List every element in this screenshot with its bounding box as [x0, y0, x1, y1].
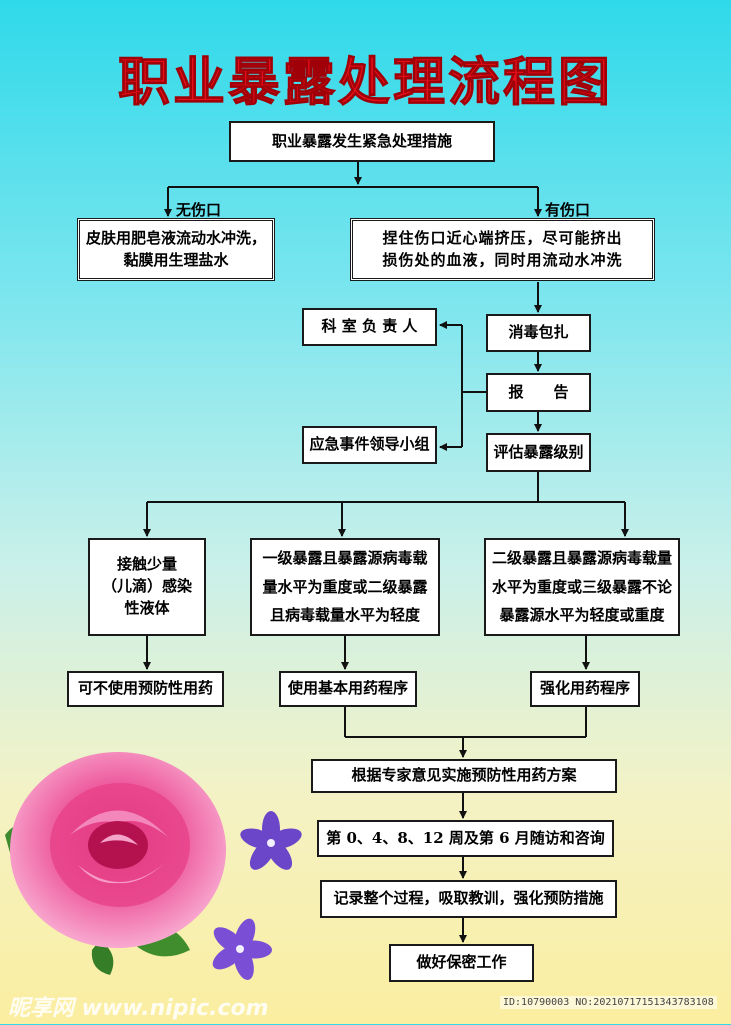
case-2-line-1: 一级暴露且暴露源病毒载 — [262, 549, 428, 568]
outcome-2-box: 使用基本用药程序 — [279, 671, 417, 707]
report-box: 报 告 — [486, 373, 591, 412]
case-3-line-2: 水平为重度或三级暴露不论 — [491, 577, 672, 596]
no-wound-action-line-2: 黏膜用生理盐水 — [123, 250, 229, 269]
case-1-line-3: 性液体 — [124, 598, 170, 617]
case-2-line-2: 量水平为重度或二级暴露 — [262, 577, 428, 596]
emergency-group-box: 应急事件领导小组 — [302, 426, 437, 464]
wound-action-line-2: 损伤处的血液，同时用流动水冲洗 — [382, 250, 623, 269]
confidential-box: 做好保密工作 — [389, 944, 534, 982]
case-1-box: 接触少量 （儿滴）感染 性液体 — [88, 538, 206, 636]
outcome-3-box: 强化用药程序 — [530, 671, 640, 707]
page-title: 职业暴露处理流程图 — [117, 53, 613, 114]
case-3-line-1: 二级暴露且暴露源病毒载量 — [491, 549, 672, 568]
case-3-box: 二级暴露且暴露源病毒载量 水平为重度或三级暴露不论 暴露源水平为轻度或重度 — [484, 538, 680, 636]
wound-label: 有伤口 — [545, 201, 591, 219]
outcome-1-box: 可不使用预防性用药 — [67, 671, 224, 707]
case-1-line-1: 接触少量 — [116, 555, 177, 574]
case-3-line-3: 暴露源水平为轻度或重度 — [499, 606, 665, 625]
no-wound-label: 无伤口 — [176, 201, 222, 219]
no-wound-action-box: 皮肤用肥皂液流动水冲洗， 黏膜用生理盐水 — [77, 218, 275, 281]
watermark-site: 昵享网 www.nipic.com — [8, 996, 269, 1021]
case-2-line-3: 且病毒载量水平为轻度 — [269, 606, 420, 625]
violet-flower-icon-2 — [212, 918, 272, 980]
case-1-line-2: （儿滴）感染 — [101, 577, 192, 596]
wound-action-box: 捏住伤口近心端挤压，尽可能挤出 损伤处的血液，同时用流动水冲洗 — [350, 218, 655, 281]
watermark-id: ID:10790003 NO:20210717151343783108 — [500, 996, 717, 1009]
assess-box: 评估暴露级别 — [486, 433, 591, 472]
expert-plan-box: 根据专家意见实施预防性用药方案 — [311, 759, 617, 793]
start-box: 职业暴露发生紧急处理措施 — [229, 121, 495, 162]
record-box: 记录整个过程，吸取教训，强化预防措施 — [320, 880, 617, 918]
dept-head-box: 科 室 负 责 人 — [302, 308, 437, 346]
no-wound-action-line-1: 皮肤用肥皂液流动水冲洗， — [85, 228, 266, 247]
rose-decoration — [5, 752, 226, 975]
disinfect-box: 消毒包扎 — [486, 314, 591, 352]
violet-flower-icon-1 — [240, 811, 302, 870]
wound-action-line-1: 捏住伤口近心端挤压，尽可能挤出 — [382, 228, 623, 247]
followup-box: 第 0、4、8、12 周及第 6 月随访和咨询 — [317, 820, 614, 857]
case-2-box: 一级暴露且暴露源病毒载 量水平为重度或二级暴露 且病毒载量水平为轻度 — [250, 538, 440, 636]
